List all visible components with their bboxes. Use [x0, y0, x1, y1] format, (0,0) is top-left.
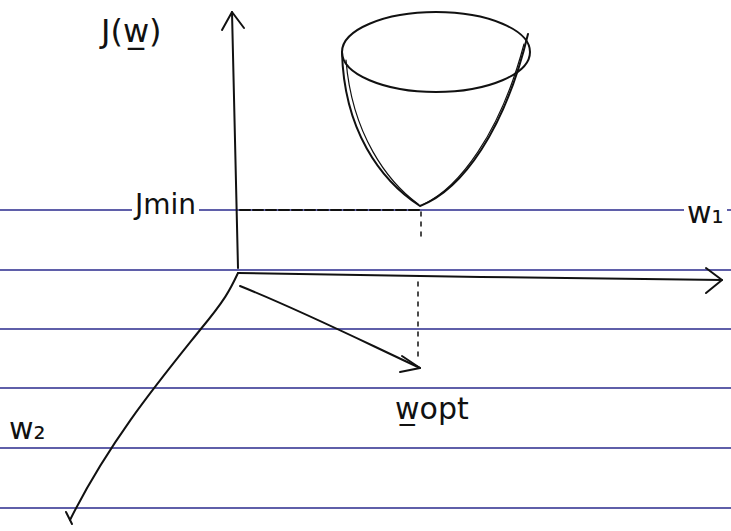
optimum-label: w̲opt [392, 392, 472, 425]
bowl-surface-sketch [346, 60, 418, 204]
w2-axis [70, 273, 238, 520]
bowl-surface [342, 34, 528, 206]
jmin-dashed-line [240, 209, 420, 211]
ruled-line [0, 269, 731, 270]
axis-label: w₂ [6, 412, 49, 445]
bowl-surface-sketch [424, 44, 524, 204]
axis-arrowhead [222, 12, 244, 30]
ruled-line [0, 447, 731, 448]
axis-label: J(w̲) [98, 14, 165, 49]
vector-arrowhead [400, 356, 420, 372]
axis-arrowhead [706, 268, 722, 293]
axis-tick [66, 512, 72, 524]
vertical-axis [232, 12, 238, 268]
projection-dashed-line [420, 212, 422, 242]
projection-dashed-line [417, 282, 419, 358]
wopt-vector [240, 286, 420, 368]
ruled-lines [0, 210, 731, 508]
minimum-label: Jmin [132, 190, 199, 221]
w1-axis [238, 273, 722, 280]
bowl-rim [342, 12, 530, 92]
ruled-line [0, 209, 731, 210]
axis-label: w₁ [684, 196, 727, 229]
ruled-line [0, 328, 731, 329]
ruled-line [0, 387, 731, 388]
ruled-line [0, 507, 731, 508]
